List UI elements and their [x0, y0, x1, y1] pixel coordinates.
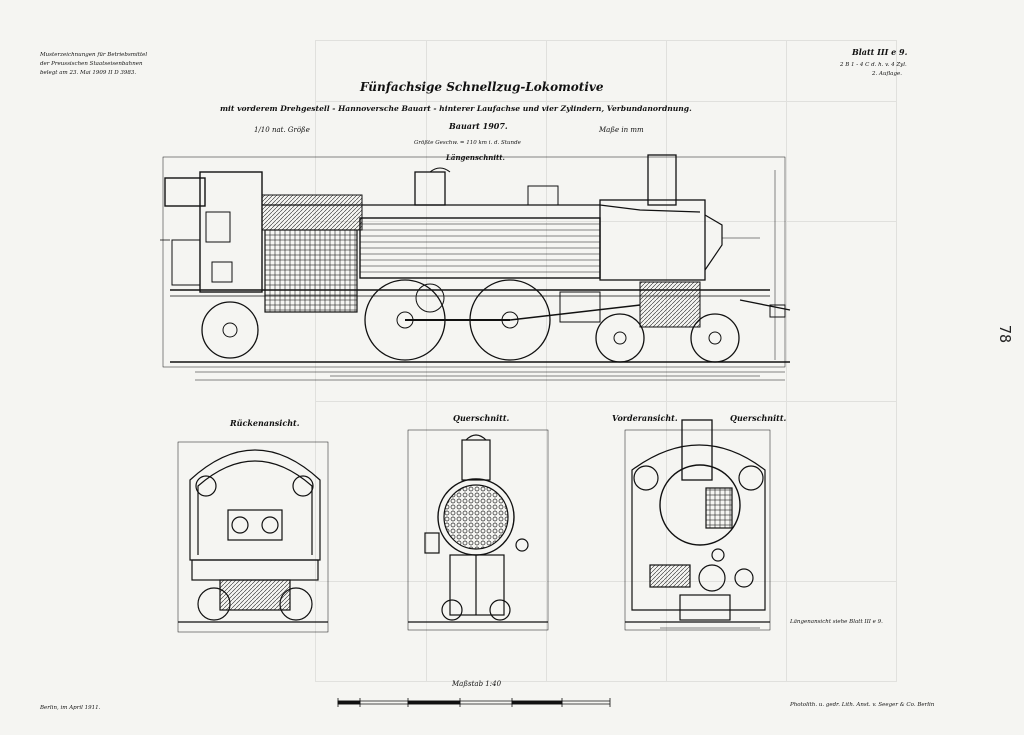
cross-section-2-label: Querschnitt. [730, 413, 787, 423]
header-left-line3: belegt am 23. Mai 1909 II D 3983. [40, 70, 137, 76]
footer-printer: Photolith. u. gedr. Lith. Anst. v. Seege… [790, 702, 935, 708]
footer-date: Berlin, im April 1911. [40, 705, 101, 711]
front-view-label: Vorderansicht. [612, 413, 678, 423]
cross-section-1 [407, 429, 549, 631]
longitudinal-section-label: Längenschnitt. [446, 153, 505, 162]
units-note: Maße in mm [599, 126, 644, 134]
speed-note: Größte Geschw. = 110 km i. d. Stunde [414, 140, 521, 146]
bauart-label: Bauart 1907. [449, 121, 508, 131]
bleed-through-table [315, 40, 897, 682]
drawing-title: Fünfachsige Schnellzug-Lokomotive [360, 80, 604, 94]
header-right-line3: 2. Auflage. [872, 71, 902, 77]
rear-view [177, 441, 329, 633]
cross-section-1-label: Querschnitt. [453, 413, 510, 423]
side-view-note: Längenansicht siehe Blatt III e 9. [790, 619, 883, 625]
scale-bar-label: Maßstab 1:40 [452, 680, 502, 688]
longitudinal-section [160, 154, 791, 381]
header-right-line2: 2 B 1 - 4 C d. h. v. 4 Zyl. [840, 62, 907, 68]
scale-note: 1/10 nat. Größe [254, 126, 310, 134]
rear-view-label: Rückenansicht. [230, 418, 300, 428]
front-view [624, 419, 771, 631]
scale-bar [337, 698, 611, 707]
header-left-line2: der Preussischen Staatseisenbahnen [40, 61, 143, 67]
sheet-number: Blatt III e 9. [852, 47, 908, 57]
header-left-line1: Musterzeichnungen für Betriebsmittel [40, 52, 148, 58]
drawing-subtitle: mit vorderem Drehgestell - Hannoversche … [220, 104, 692, 113]
